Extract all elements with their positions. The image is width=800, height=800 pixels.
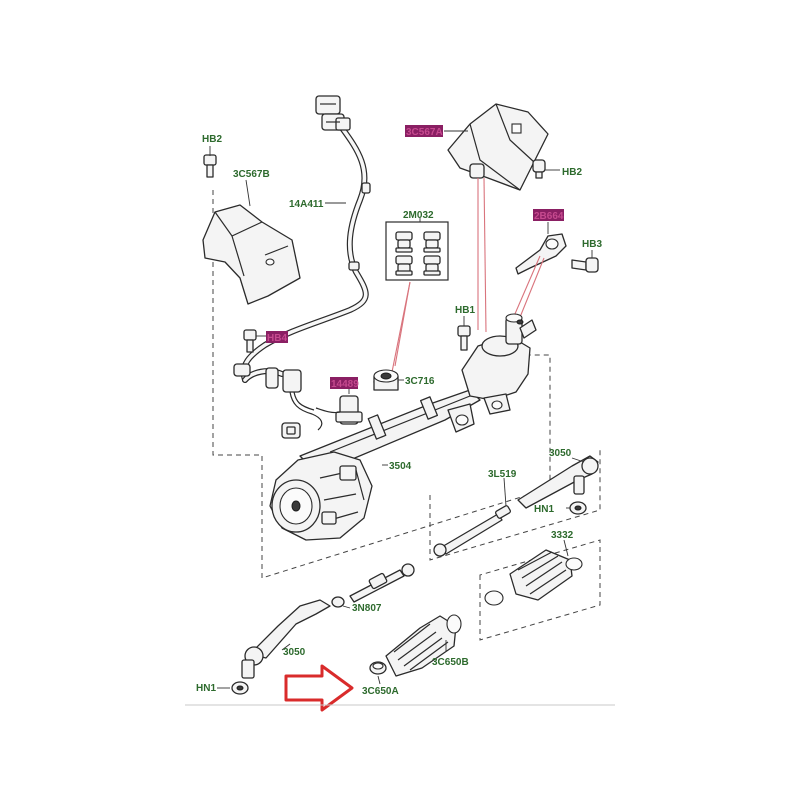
steering-rack-3504 [269, 313, 537, 541]
label-14a411: 14A411 [289, 199, 324, 210]
label-3c650a: 3C650A [362, 686, 399, 697]
hn1-nut-right [566, 501, 587, 515]
highlight-box-3c567a [405, 125, 443, 137]
label-hn1-left: HN1 [196, 683, 216, 694]
hb2-bolt-left [203, 146, 217, 178]
tie-rod-end-3050-right [517, 455, 599, 509]
label-3332: 3332 [551, 530, 574, 541]
tie-rod-end-3050-left [241, 599, 331, 679]
rack-assembly-outline [212, 190, 551, 579]
inner-tie-rod-3l519 [433, 477, 511, 557]
clamp-3c650a [369, 661, 387, 685]
label-3c567a: 3C567A [406, 127, 443, 138]
highlight-box-2b664 [533, 209, 564, 221]
bushing-set-2m032 [385, 218, 449, 373]
label-3l519: 3L519 [488, 469, 517, 480]
label-3050-left: 3050 [283, 647, 306, 658]
label-14489: 14489 [331, 379, 359, 390]
label-3c567b: 3C567B [233, 169, 270, 180]
label-3c716: 3C716 [405, 376, 435, 387]
highlight-box-14489 [330, 377, 358, 389]
hb4-bolt [243, 329, 266, 353]
highlight-box-hb4 [266, 331, 288, 343]
hb3-bolt [571, 250, 599, 273]
bushing-3c716 [373, 369, 404, 391]
label-hb2-right: HB2 [562, 167, 582, 178]
hb2-bolt-right [532, 159, 560, 179]
hb1-bolt [457, 316, 471, 351]
wiring-harness-14a411 [233, 95, 371, 439]
label-hb2-left: HB2 [202, 134, 222, 145]
label-3504: 3504 [389, 461, 412, 472]
label-hb1: HB1 [455, 305, 475, 316]
tie-rod-group-outline [429, 450, 601, 561]
inner-tie-rod-left [349, 563, 415, 603]
label-2m032: 2M032 [403, 210, 434, 221]
hn1-nut-left [217, 681, 249, 695]
pointer-arrow [284, 664, 354, 712]
label-hb3: HB3 [582, 239, 602, 250]
arm-2b664 [507, 222, 567, 333]
boot-group-outline [479, 539, 601, 641]
boot-3c650b [385, 614, 462, 677]
heat-shield-3c567a [444, 103, 549, 333]
label-3050-right: 3050 [549, 448, 572, 459]
label-hb4: HB4 [267, 333, 287, 344]
sensor-14489 [315, 389, 363, 425]
heat-shield-3c567b [202, 179, 301, 305]
label-3c650b: 3C650B [432, 657, 469, 668]
label-2b664: 2B664 [534, 211, 564, 222]
boot-kit-3332 [484, 539, 583, 606]
jam-nut-3n807 [331, 596, 351, 609]
label-hn1-right: HN1 [534, 504, 554, 515]
label-3n807: 3N807 [352, 603, 382, 614]
